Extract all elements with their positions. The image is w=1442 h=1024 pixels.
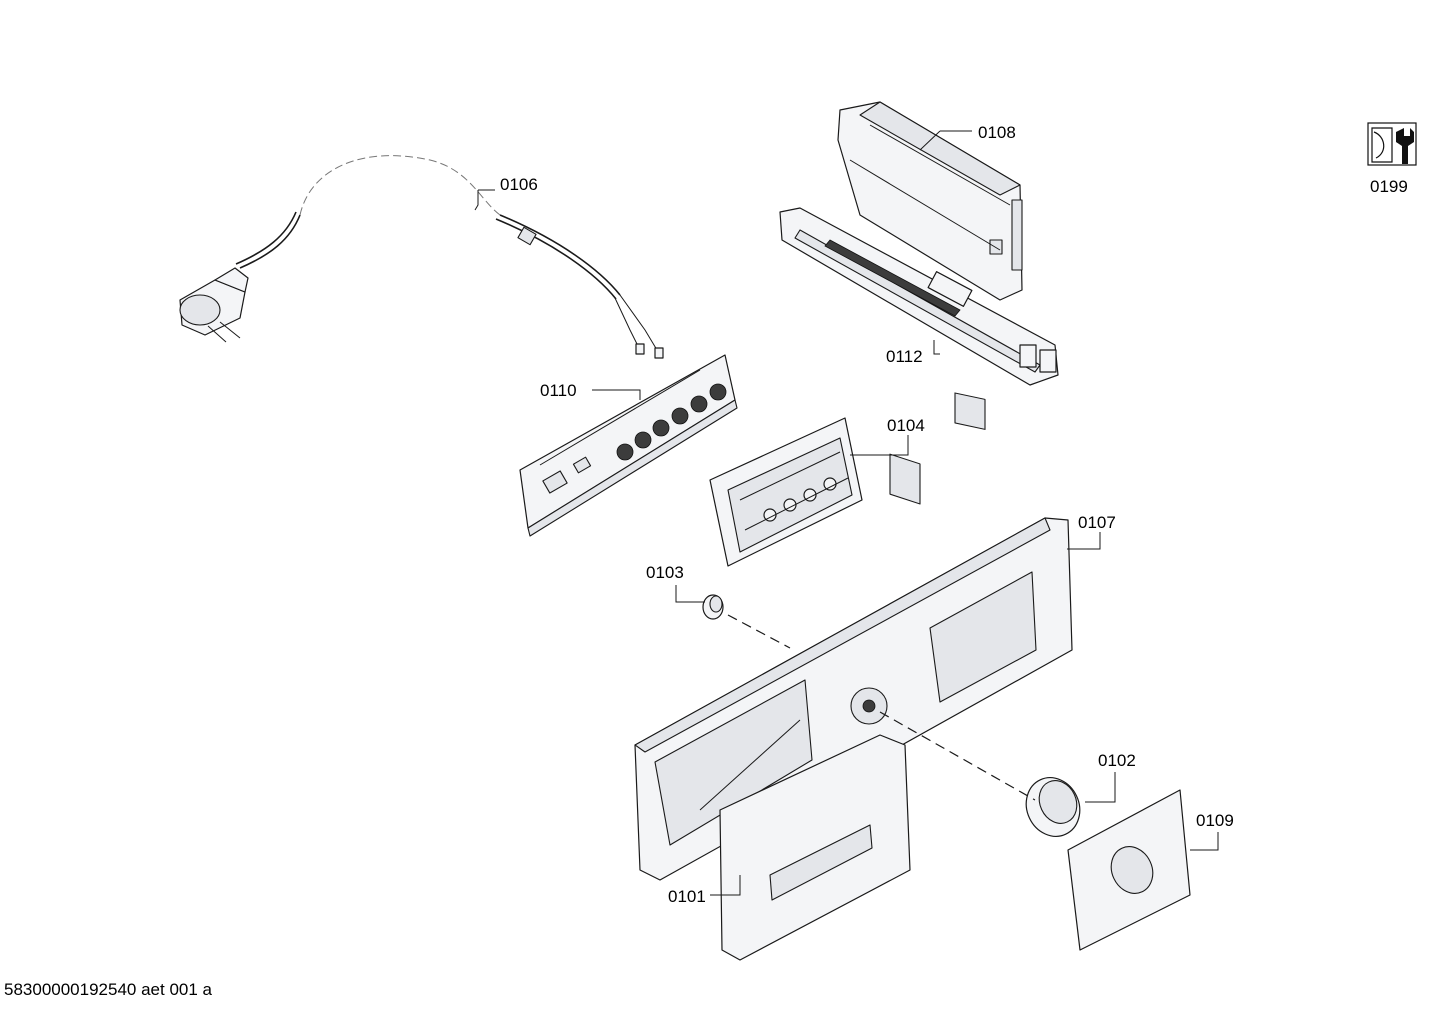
label-selector-knob: 0102 [1098,751,1136,770]
detergent-drawer-handle [719,734,911,961]
label-button-frame: 0104 [887,416,925,435]
label-facia-panel: 0107 [1078,513,1116,532]
power-cord [179,155,664,359]
trim-panel [1067,789,1191,951]
service-tool-icon [1367,122,1417,166]
label-power-cord: 0106 [500,175,538,194]
label-control-module: 0108 [978,123,1016,142]
selector-knob [1025,777,1081,837]
button-frame [709,417,863,567]
leader-lines [474,130,1219,896]
control-board [519,354,738,537]
label-knob-cap: 0103 [646,563,684,582]
part-labels: 0106 0108 0112 0110 0104 0107 0103 0102 … [500,123,1234,906]
document-code: 58300000192540 aet 001 a [4,980,212,999]
control-module [837,101,1023,505]
label-drawer-handle: 0101 [668,887,706,906]
facia-panel [634,517,1073,881]
encoder-row [616,383,727,461]
label-control-board: 0110 [540,381,577,400]
label-trim-panel: 0109 [1196,811,1234,830]
module-holder [779,207,1059,386]
plug [179,267,249,343]
service-tool-label: 0199 [1370,177,1408,196]
label-module-holder: 0112 [886,347,923,366]
knob-cap [702,594,724,620]
